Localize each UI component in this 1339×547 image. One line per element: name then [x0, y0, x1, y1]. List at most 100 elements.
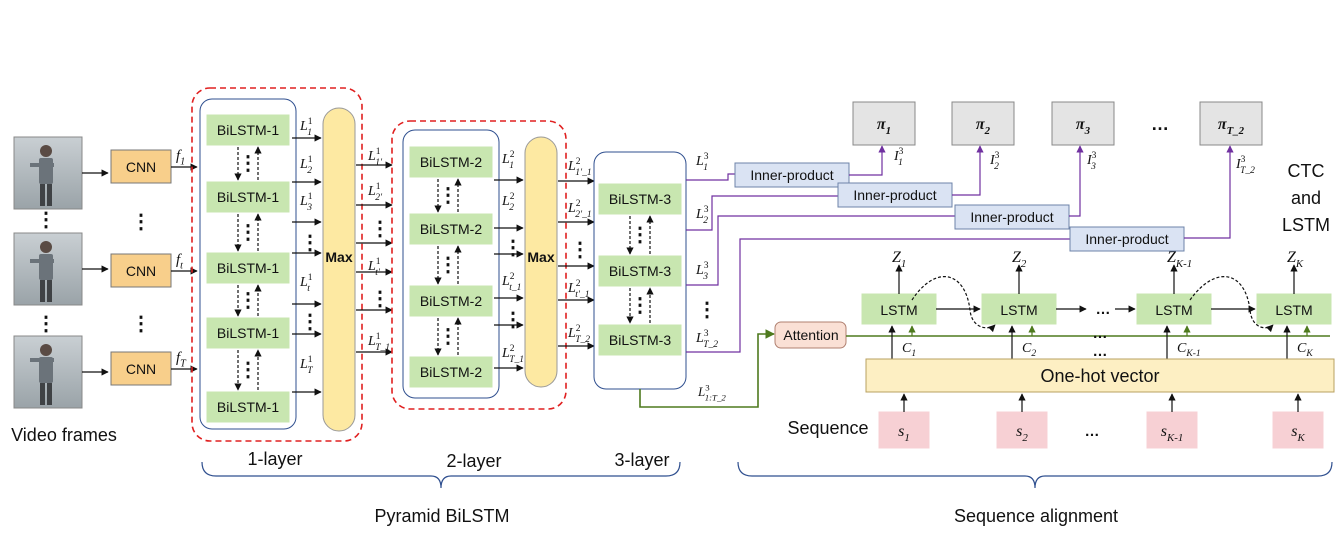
bilstm1-dots: ⋮ — [238, 359, 258, 381]
bilstm1-dots: ⋮ — [238, 290, 258, 312]
cnn-box — [110, 149, 172, 184]
lstm-chain-ellipsis: … — [1096, 301, 1111, 318]
context-ellipsis: … — [1093, 343, 1108, 360]
cnn-box — [110, 351, 172, 386]
layer1-max-label: Max — [325, 249, 352, 265]
layer1-bilstm-stack — [199, 98, 297, 430]
bilstm1-block — [206, 317, 290, 349]
inner-to-pi-arrow — [849, 145, 886, 176]
bilstm1-label: BiLSTM-1 — [217, 325, 279, 341]
sequence-symbol-label: s2 — [1016, 423, 1028, 444]
feature-label: ft — [176, 252, 184, 272]
sequence-ellipsis: … — [1085, 423, 1100, 440]
layer1-output-dots: ⋮ — [300, 232, 320, 254]
sequence-label: Sequence — [787, 418, 868, 438]
inner-product-box — [1069, 226, 1185, 252]
feature-label: fT — [176, 350, 187, 370]
bilstm3-label: BiLSTM-3 — [609, 191, 671, 207]
video-dots: ⋮ — [36, 313, 56, 335]
bilstm2-dots: ⋮ — [438, 254, 458, 276]
context-label: CK — [1297, 341, 1313, 359]
bilstm2-label: BiLSTM-2 — [420, 293, 482, 309]
layer3-output-dots: ⋮ — [697, 299, 717, 321]
bilstm2-block — [409, 285, 493, 317]
bilstm3-dots: ⋮ — [630, 224, 650, 246]
pi-box — [1051, 101, 1115, 146]
layer2-dashed-group — [391, 120, 567, 410]
layer1-max-pool — [322, 107, 356, 432]
inner-product-label: Inner-product — [853, 187, 936, 203]
lstm-label: LSTM — [1155, 302, 1192, 318]
cnn-dots: ⋮ — [131, 211, 151, 233]
pi-label: π3 — [1076, 116, 1091, 137]
onehot-vector-box — [865, 358, 1335, 393]
person-arm-icon — [30, 259, 54, 263]
bilstm3-block — [598, 255, 682, 287]
person-arm-icon — [30, 163, 54, 167]
bilstm1-block — [206, 252, 290, 284]
lstm-block — [1136, 293, 1212, 325]
bilstm1-label: BiLSTM-1 — [217, 399, 279, 415]
context-label: C1 — [902, 341, 916, 359]
feature-label: f1 — [176, 148, 185, 168]
layer2-bilstm-stack — [402, 129, 500, 399]
bilstm3-label: BiLSTM-3 — [609, 263, 671, 279]
cnn-label: CNN — [126, 361, 156, 377]
bilstm1-dots: ⋮ — [238, 222, 258, 244]
bilstm2-label: BiLSTM-2 — [420, 364, 482, 380]
cnn-label: CNN — [126, 159, 156, 175]
cnn-box — [110, 253, 172, 288]
sequence-symbol-box — [878, 411, 930, 449]
pyramid-bilstm-caption: Pyramid BiLSTM — [374, 506, 509, 526]
sequence-symbol-label: s1 — [898, 423, 910, 444]
inner-product-box — [954, 204, 1070, 230]
cnn-dots: ⋮ — [131, 313, 151, 335]
cnn-label: CNN — [126, 263, 156, 279]
layer1-dashed-group — [191, 87, 363, 442]
layer2-max-pool — [524, 136, 558, 388]
alignment-brace — [737, 461, 1333, 489]
ctc-lstm-title: LSTM — [1282, 215, 1330, 235]
layer3-caption: 3-layer — [614, 450, 669, 470]
lstm-output-label: ZK-1 — [1167, 249, 1192, 270]
person-head-icon — [40, 241, 52, 253]
route-L1-inner1 — [686, 173, 735, 181]
feedback-dashed-arrow — [911, 276, 996, 333]
attention-label: Attention — [783, 327, 838, 343]
person-torso-icon — [39, 254, 53, 280]
sequence-symbol-label: sK — [1291, 423, 1305, 444]
sequence-alignment-caption: Sequence alignment — [954, 506, 1118, 526]
bilstm1-label: BiLSTM-1 — [217, 189, 279, 205]
lstm-label: LSTM — [1000, 302, 1037, 318]
bilstm1-block — [206, 114, 290, 146]
lstm-output-label: Z2 — [1012, 249, 1027, 270]
inner-to-pi-arrow — [952, 145, 984, 196]
lstm-block — [861, 293, 937, 325]
person-leg-icon — [40, 184, 45, 206]
layer1-pooled-dots: ⋮ — [370, 218, 390, 240]
person-leg-icon — [47, 184, 52, 206]
bilstm1-label: BiLSTM-1 — [217, 260, 279, 276]
layer2-max-label: Max — [527, 249, 554, 265]
inner-to-pi-arrow — [1069, 145, 1084, 217]
route-LT-inner4 — [686, 238, 1070, 353]
layer1-pooled-dots: ⋮ — [370, 288, 390, 310]
